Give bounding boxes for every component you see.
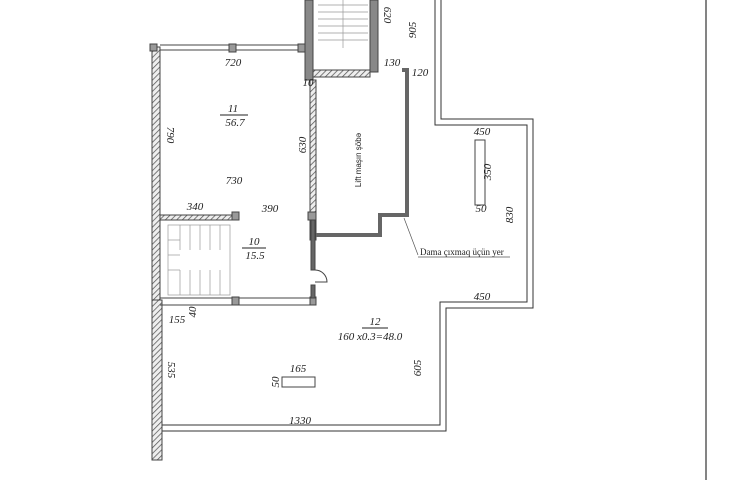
dim-10: 10 xyxy=(303,77,315,89)
dim-390: 390 xyxy=(261,203,279,215)
room-10-number: 10 xyxy=(249,236,261,248)
roof-access-leader xyxy=(403,217,419,256)
roof-access-label: Dama çıxmaq üçün yer xyxy=(420,247,504,257)
walls xyxy=(149,0,409,461)
dim-905: 905 xyxy=(407,21,419,38)
dim-450-bottom: 450 xyxy=(474,291,491,303)
dim-340: 340 xyxy=(186,201,204,213)
room-11-number: 11 xyxy=(228,103,238,115)
room-10-area: 15.5 xyxy=(245,250,265,262)
dim-620: 620 xyxy=(381,7,393,24)
room-12-area: 160 x0.3=48.0 xyxy=(338,331,403,343)
dim-165: 165 xyxy=(290,363,307,375)
dim-155: 155 xyxy=(169,314,186,326)
dim-730: 730 xyxy=(226,175,243,187)
terrace-outline xyxy=(162,0,534,432)
dim-535: 535 xyxy=(165,362,177,379)
skylight-350 xyxy=(474,139,486,206)
dim-630: 630 xyxy=(297,136,309,153)
dim-130: 130 xyxy=(384,57,401,69)
dim-120: 120 xyxy=(412,67,429,79)
dim-605: 605 xyxy=(412,359,424,376)
dim-450-top: 450 xyxy=(474,126,491,138)
dim-720: 720 xyxy=(225,57,242,69)
lift-room-label: Lift maşın şöbə xyxy=(354,132,363,187)
room-11-area: 56.7 xyxy=(225,117,245,129)
dim-830: 830 xyxy=(504,206,516,223)
staircase xyxy=(167,0,368,296)
dim-350: 350 xyxy=(482,163,494,181)
dim-40: 40 xyxy=(187,306,199,318)
dim-1330: 1330 xyxy=(289,415,312,427)
dim-50-right: 50 xyxy=(476,203,488,215)
dim-50-skylight: 50 xyxy=(270,376,282,388)
skylight-165 xyxy=(281,376,316,388)
room-12-number: 12 xyxy=(370,316,382,328)
dim-790: 790 xyxy=(164,127,176,144)
